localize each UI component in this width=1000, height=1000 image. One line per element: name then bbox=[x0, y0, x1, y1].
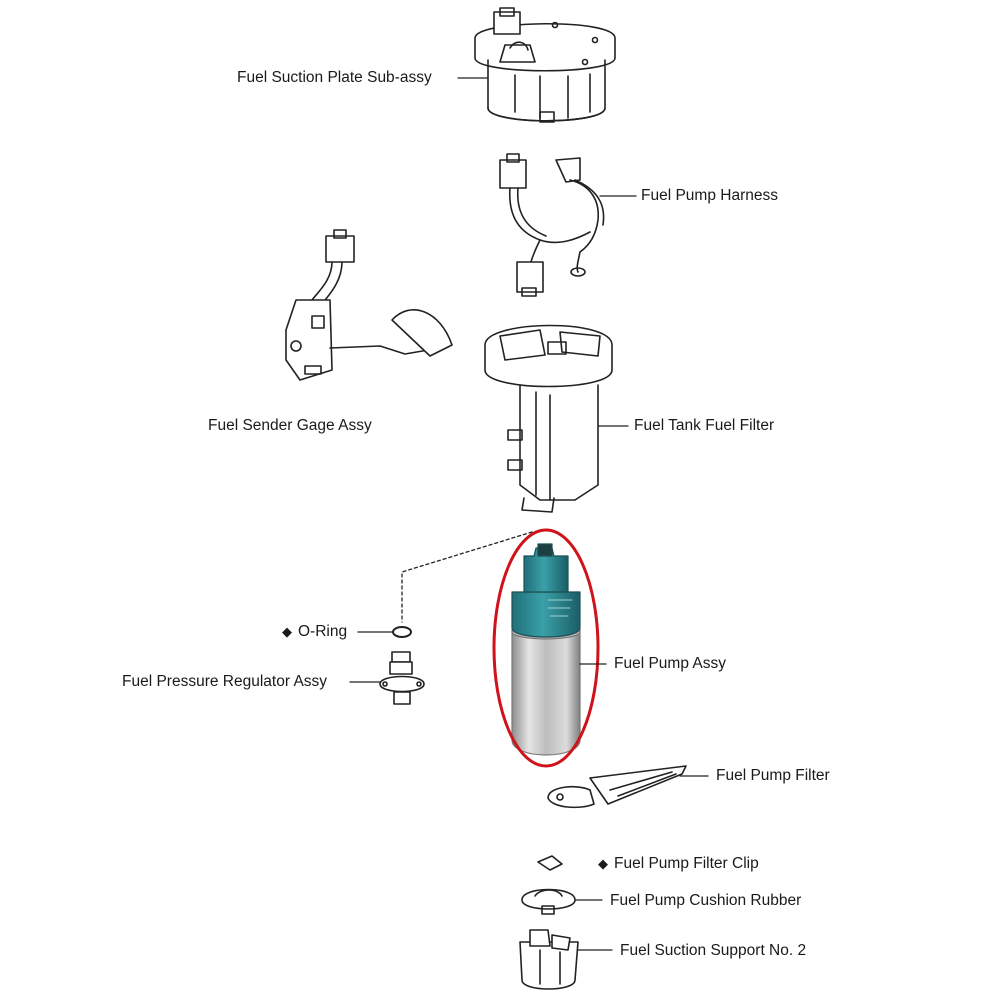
label-fuel-pump-assy: Fuel Pump Assy bbox=[614, 655, 726, 672]
fuel-suction-support-part bbox=[519, 929, 579, 990]
fuel-suction-plate-part bbox=[474, 7, 616, 123]
label-fuel-pump-filter-clip-text: Fuel Pump Filter Clip bbox=[614, 855, 759, 872]
label-fuel-pump-cushion-rubber: Fuel Pump Cushion Rubber bbox=[610, 892, 802, 909]
label-fuel-tank-fuel-filter: Fuel Tank Fuel Filter bbox=[634, 417, 775, 434]
label-fuel-sender-gage: Fuel Sender Gage Assy bbox=[208, 417, 372, 434]
fuel-pump-assy-part bbox=[511, 543, 581, 756]
label-fuel-suction-plate: Fuel Suction Plate Sub-assy bbox=[237, 69, 432, 86]
leader-lines bbox=[349, 77, 709, 951]
fuel-pump-filter-part bbox=[547, 765, 687, 809]
highlight-ellipse bbox=[492, 528, 600, 768]
marker-diamond-icon: ◆ bbox=[282, 624, 292, 639]
o-ring-part bbox=[392, 626, 412, 638]
fuel-sender-gage-part bbox=[285, 229, 453, 381]
fuel-pump-filter-clip-part bbox=[537, 855, 563, 871]
label-fuel-pump-filter-clip: ◆ Fuel Pump Filter Clip bbox=[598, 856, 759, 872]
marker-diamond-icon: ◆ bbox=[598, 856, 608, 871]
fuel-tank-fuel-filter-part bbox=[484, 324, 613, 513]
label-fuel-pressure-regulator: Fuel Pressure Regulator Assy bbox=[122, 673, 328, 690]
label-o-ring: ◆ O-Ring bbox=[282, 624, 347, 640]
label-fuel-suction-support: Fuel Suction Support No. 2 bbox=[620, 942, 807, 959]
fuel-pressure-regulator-part bbox=[379, 651, 425, 705]
fuel-pump-harness-part bbox=[499, 153, 605, 297]
label-fuel-pump-filter: Fuel Pump Filter bbox=[716, 767, 830, 784]
connection-dashed-line bbox=[401, 531, 533, 623]
label-o-ring-text: O-Ring bbox=[298, 623, 348, 640]
fuel-pump-cushion-rubber-part bbox=[521, 888, 576, 915]
label-fuel-pump-harness: Fuel Pump Harness bbox=[641, 187, 778, 204]
